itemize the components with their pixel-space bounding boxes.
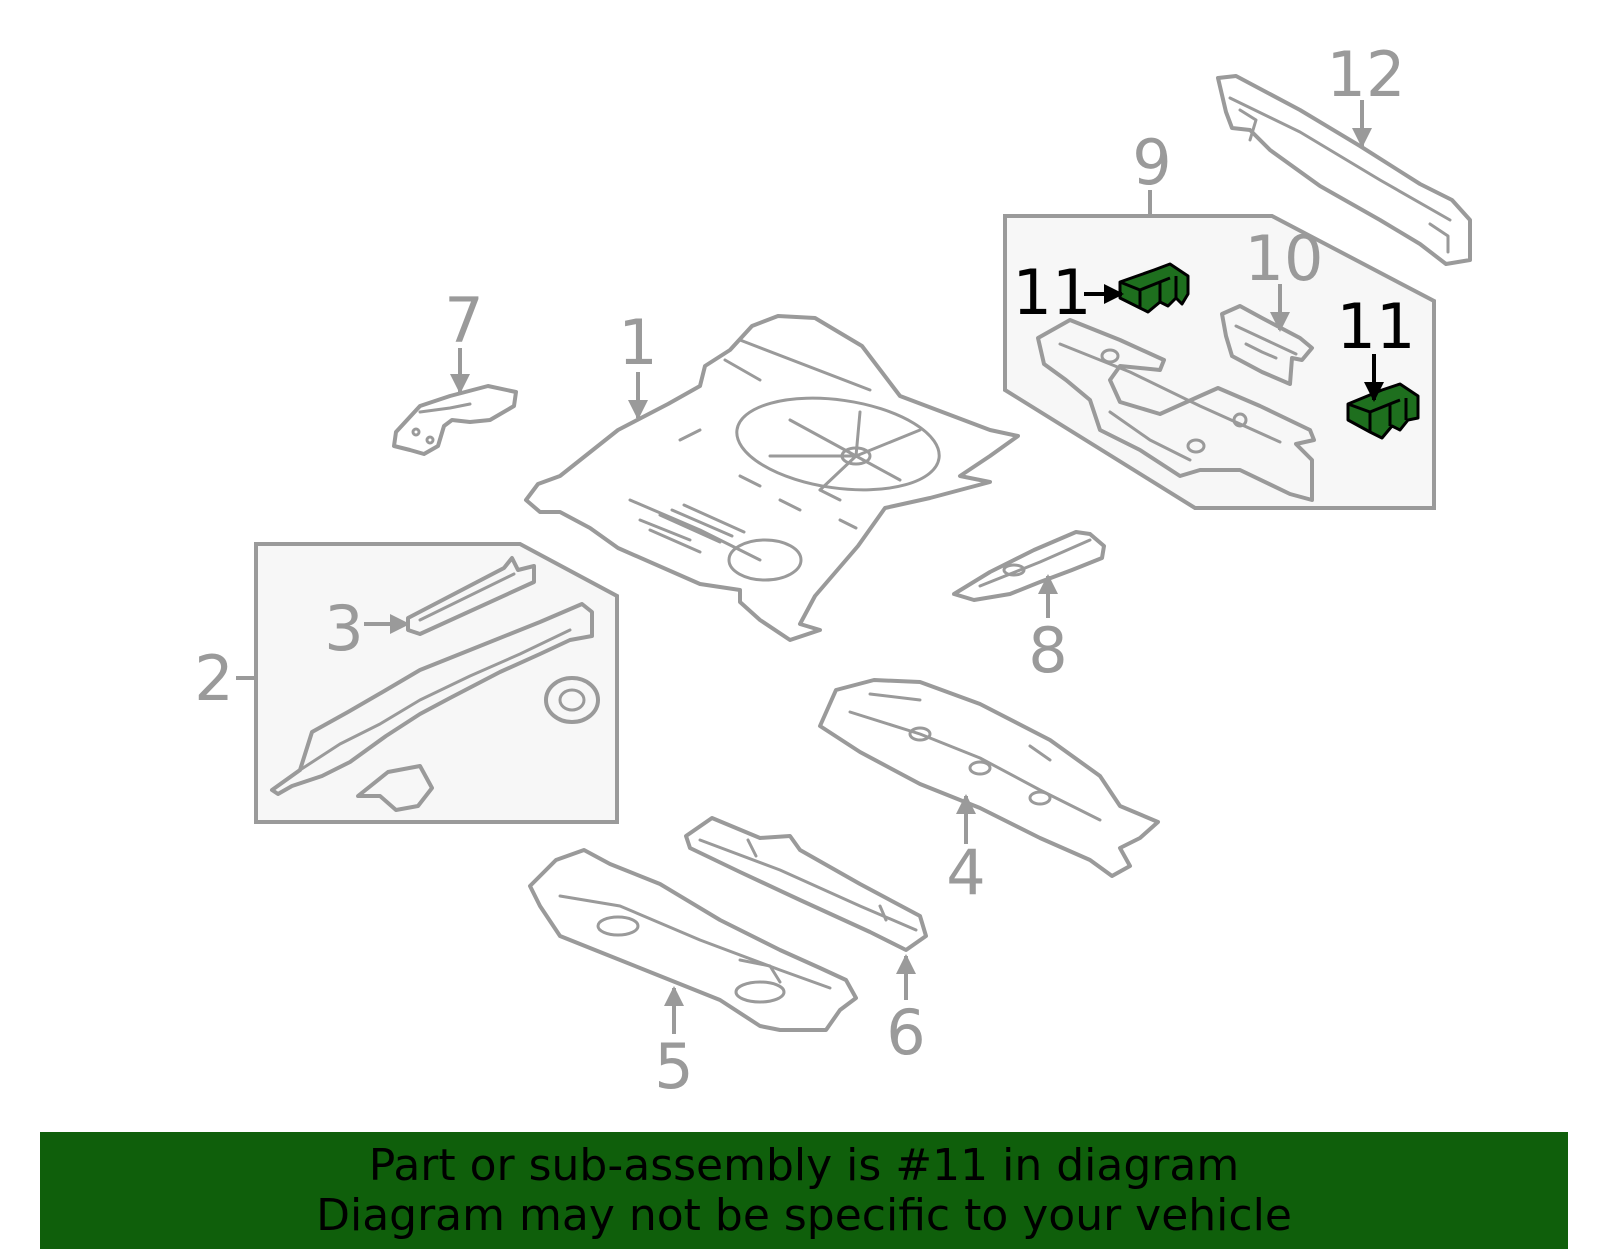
part-3-rail-extension	[406, 556, 536, 636]
part-1-floor-pan	[524, 314, 1020, 642]
callout-1: 1	[618, 306, 657, 379]
info-banner: Part or sub-assembly is #11 in diagram D…	[40, 1132, 1568, 1249]
part-12-upper-rail	[1216, 74, 1472, 266]
callout-12: 12	[1327, 38, 1406, 111]
part-4-crossmember	[818, 678, 1160, 878]
callout-8: 8	[1028, 614, 1067, 687]
part-6-rail	[684, 816, 928, 952]
callout-7: 7	[444, 284, 483, 357]
banner-line-2: Diagram may not be specific to your vehi…	[316, 1189, 1292, 1241]
callout-3: 3	[324, 592, 363, 665]
part-7-bracket	[392, 384, 518, 456]
part-10-bracket	[1220, 304, 1314, 386]
group-box-2	[254, 542, 619, 824]
callout-10: 10	[1245, 222, 1324, 295]
part-8-reinforcement	[952, 530, 1106, 602]
part-11-bracket-left	[1118, 262, 1190, 314]
part-5-crossmember	[528, 848, 858, 1032]
callout-4: 4	[946, 836, 985, 909]
part-9-rear-panel	[1036, 318, 1316, 502]
callout-5: 5	[654, 1030, 693, 1103]
callout-9: 9	[1132, 126, 1171, 199]
part-2-side-rail	[270, 602, 600, 812]
callout-11-right: 11	[1337, 290, 1416, 363]
banner-line-1: Part or sub-assembly is #11 in diagram	[368, 1139, 1240, 1191]
leaders	[236, 100, 1384, 1034]
callout-6: 6	[886, 996, 925, 1069]
callout-11-left: 11	[1013, 256, 1092, 329]
callout-2: 2	[194, 642, 233, 715]
